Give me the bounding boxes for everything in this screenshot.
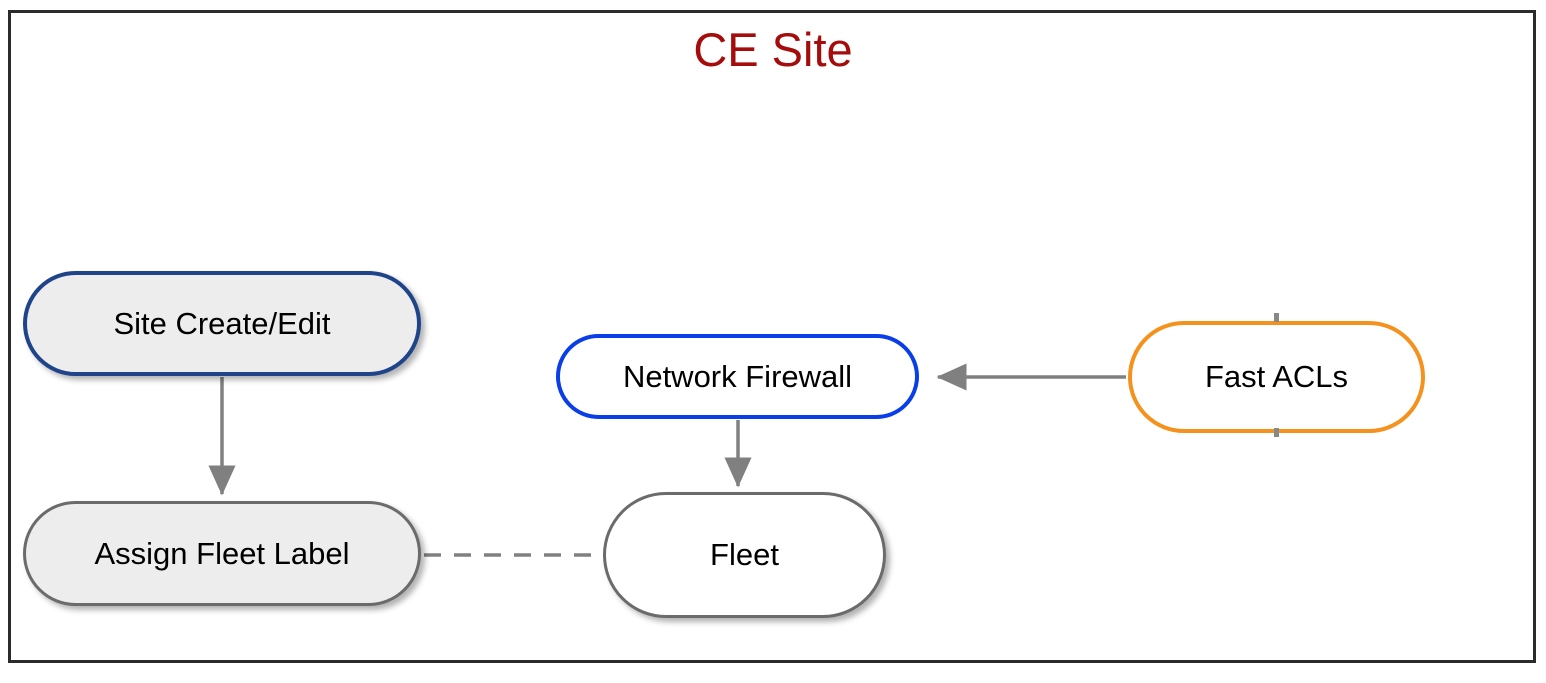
node-network-firewall[interactable]: Network Firewall xyxy=(556,334,919,419)
node-label: Site Create/Edit xyxy=(113,305,331,341)
node-label: Fast ACLs xyxy=(1205,359,1348,394)
node-fast-acls[interactable]: Fast ACLs xyxy=(1128,321,1425,433)
selection-handle-top[interactable] xyxy=(1274,313,1279,322)
selection-handle-bottom[interactable] xyxy=(1274,428,1279,437)
node-label: Assign Fleet Label xyxy=(94,535,350,571)
node-fleet[interactable]: Fleet xyxy=(603,492,886,618)
node-label: Fleet xyxy=(710,537,779,572)
node-assign-fleet-label[interactable]: Assign Fleet Label xyxy=(23,501,421,606)
node-label: Network Firewall xyxy=(622,358,853,394)
page-title: CE Site xyxy=(693,23,853,76)
node-site-create-edit[interactable]: Site Create/Edit xyxy=(23,271,421,376)
